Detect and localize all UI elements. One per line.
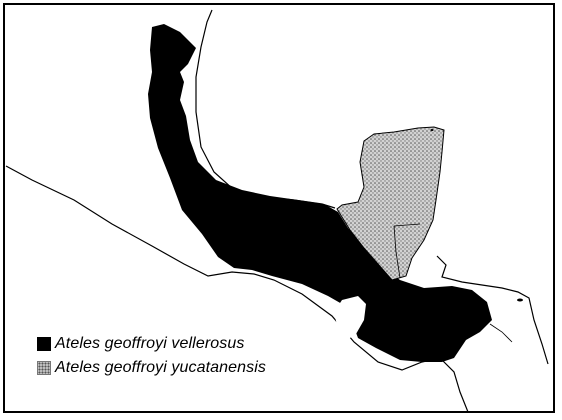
country-border (489, 323, 513, 343)
range-vellerosus (148, 24, 492, 362)
legend-swatch-stippled (37, 361, 51, 375)
legend-item-vellerosus: Ateles geoffroyi vellerosus (37, 332, 266, 356)
caribbean-coastline (436, 255, 549, 365)
range-yucatanensis (336, 126, 445, 281)
legend-label: Ateles geoffroyi vellerosus (55, 335, 245, 352)
legend-label: Ateles geoffroyi yucatanensis (55, 359, 267, 376)
range-gap (334, 296, 366, 340)
map-frame: Ateles geoffroyi vellerosus Ateles geoff… (3, 3, 555, 413)
map-legend: Ateles geoffroyi vellerosus Ateles geoff… (37, 332, 266, 380)
legend-item-yucatanensis: Ateles geoffroyi yucatanensis (37, 356, 266, 380)
range-map (5, 9, 549, 411)
island (517, 298, 523, 302)
island (430, 129, 434, 131)
legend-swatch-solid (37, 337, 51, 351)
yucatan-state-line-2 (393, 223, 421, 227)
yucatan-state-line (393, 225, 401, 279)
gulf-coastline (195, 9, 336, 209)
